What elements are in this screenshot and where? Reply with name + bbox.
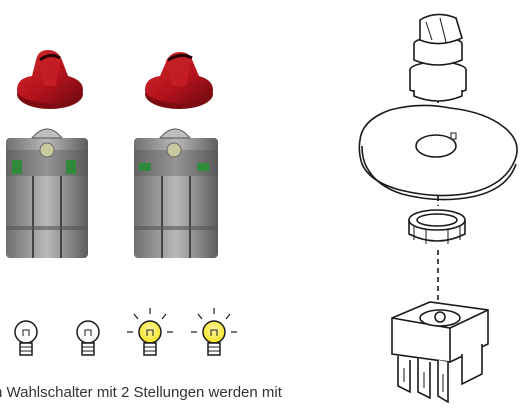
bulb-lit-icon bbox=[127, 308, 173, 355]
contact-base bbox=[392, 302, 488, 402]
selector-knob-1 bbox=[17, 50, 83, 109]
selector-knob-2 bbox=[145, 52, 213, 109]
contact-block-1 bbox=[6, 129, 88, 258]
bulb-icon bbox=[77, 321, 99, 355]
contact-block-2 bbox=[134, 129, 218, 258]
caption-text: n Wahlschalter mit 2 Stellungen werden m… bbox=[0, 383, 380, 403]
bulb-icon bbox=[15, 321, 37, 355]
selector-head bbox=[410, 14, 466, 101]
mounting-nut bbox=[409, 210, 465, 244]
bulb-lit-icon bbox=[191, 308, 237, 355]
gasket-plate bbox=[359, 105, 517, 199]
exploded-view bbox=[359, 14, 517, 402]
